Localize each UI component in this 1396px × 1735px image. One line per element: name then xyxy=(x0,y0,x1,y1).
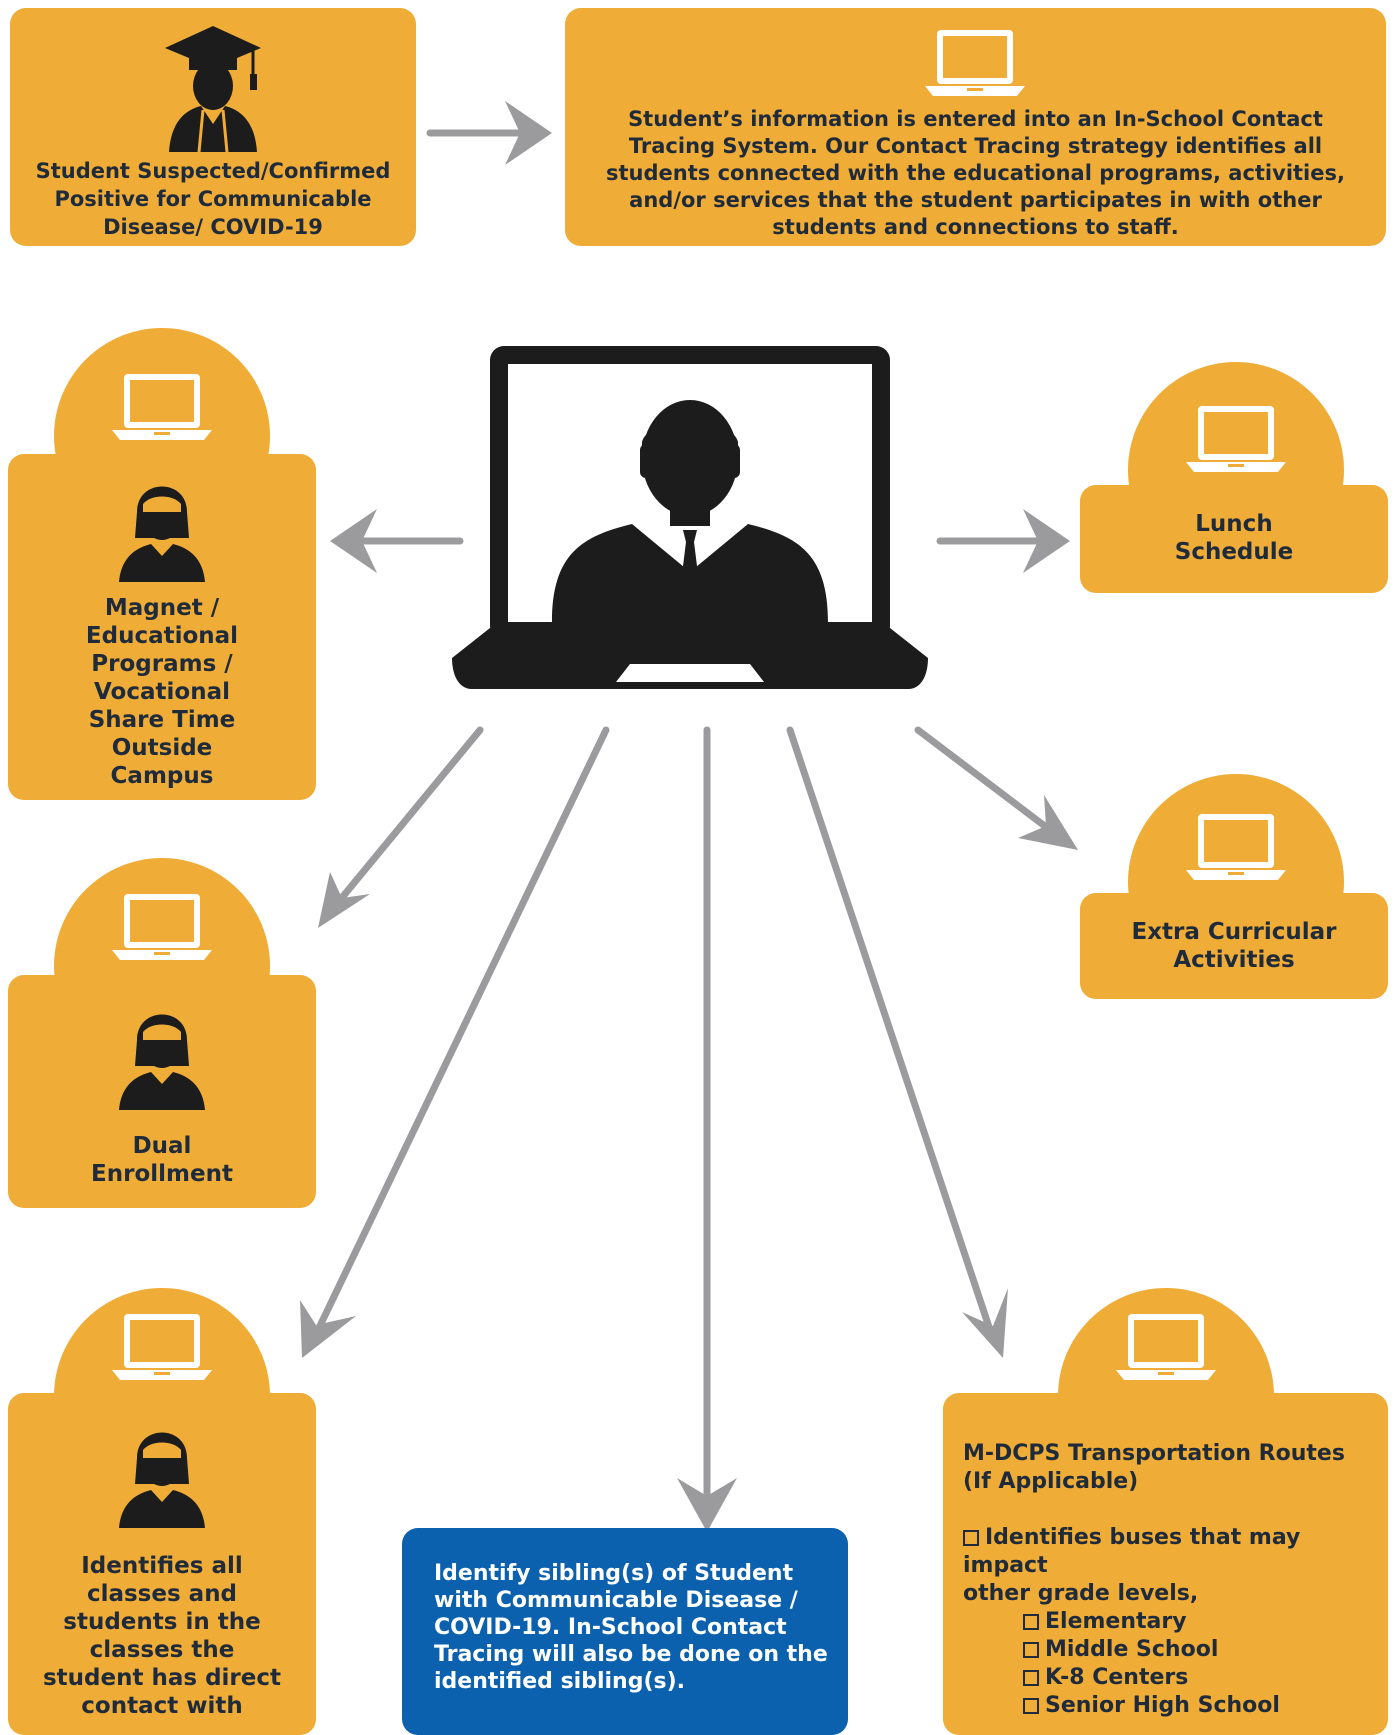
magnet-line-6: Outside xyxy=(111,735,213,761)
classes-line-6: contact with xyxy=(81,1693,243,1719)
student-icon xyxy=(119,1014,205,1110)
extra-text: Extra Curricular Activities xyxy=(1080,918,1388,974)
suspected-line-3: Disease/ COVID-19 xyxy=(103,215,323,239)
arrow-to-transport xyxy=(786,726,994,1334)
magnet-line-7: Campus xyxy=(110,763,214,789)
grade-item: Senior High School xyxy=(1023,1692,1383,1720)
classes-line-5: student has direct xyxy=(42,1665,281,1691)
extra-line-2: Activities xyxy=(1173,947,1295,973)
suspected-line-2: Positive for Communicable xyxy=(54,187,372,211)
lunch-box xyxy=(1080,485,1388,593)
lunch-line-2: Schedule xyxy=(1174,539,1294,565)
extra-box xyxy=(1080,893,1388,999)
suspected-student-box: Student Suspected/Confirmed Positive for… xyxy=(10,8,416,246)
tracing-line-2: Tracing System. Our Contact Tracing stra… xyxy=(628,134,1323,158)
classes-line-1: Identifies all xyxy=(81,1553,243,1579)
suspected-student-text: Student Suspected/Confirmed Positive for… xyxy=(10,157,416,241)
tracing-line-5: students and connections to staff. xyxy=(772,215,1179,239)
tracing-system-box: Student’s information is entered into an… xyxy=(565,8,1386,246)
laptop-icon xyxy=(925,30,1025,96)
sibling-line-3: COVID-19. In-School Contact xyxy=(434,1615,787,1640)
arrowhead-classes xyxy=(300,1300,356,1358)
laptop-icon xyxy=(112,374,212,440)
arrow-to-classes xyxy=(314,726,610,1334)
dual-line-2: Enrollment xyxy=(91,1161,233,1187)
grade-label: K-8 Centers xyxy=(1045,1665,1189,1690)
transport-item-line-2: other grade levels, xyxy=(963,1581,1199,1606)
tracing-line-4: and/or services that the student partici… xyxy=(629,188,1322,212)
laptop-agent-icon xyxy=(452,346,928,689)
transport-box xyxy=(943,1393,1388,1735)
transport-item-line-1: Identifies buses that may impact xyxy=(963,1525,1301,1578)
grade-label: Elementary xyxy=(1045,1609,1187,1634)
arrowhead-tracing xyxy=(505,101,552,165)
lunch-text: Lunch Schedule xyxy=(1080,510,1388,566)
laptop-icon xyxy=(1186,814,1286,880)
sibling-line-4: Tracing will also be done on the xyxy=(434,1642,828,1667)
sibling-line-1: Identify sibling(s) of Student xyxy=(434,1561,794,1586)
dual-line-1: Dual xyxy=(132,1133,192,1159)
grade-item: Elementary xyxy=(1023,1608,1383,1636)
classes-line-2: classes and xyxy=(86,1581,238,1607)
grade-item: Middle School xyxy=(1023,1636,1383,1664)
classes-line-3: students in the xyxy=(63,1609,261,1635)
laptop-icon xyxy=(112,1314,212,1380)
student-icon xyxy=(119,1432,205,1528)
tracing-line-1: Student’s information is entered into an… xyxy=(628,107,1323,131)
arrowhead-extra xyxy=(1018,795,1078,850)
magnet-line-5: Share Time xyxy=(88,707,236,733)
student-icon xyxy=(119,486,205,582)
suspected-line-1: Student Suspected/Confirmed xyxy=(35,159,391,183)
sibling-box: Identify sibling(s) of Student with Comm… xyxy=(402,1528,848,1735)
checkbox-icon xyxy=(1023,1614,1039,1630)
arrowhead-sibling xyxy=(677,1478,737,1532)
magnet-line-1: Magnet / xyxy=(104,595,220,621)
laptop-icon xyxy=(1116,1314,1216,1380)
transport-text: M-DCPS Transportation Routes (If Applica… xyxy=(963,1440,1383,1720)
graduate-icon xyxy=(165,26,261,152)
tracing-system-text: Student’s information is entered into an… xyxy=(565,106,1386,241)
arrowhead-magnet xyxy=(330,509,377,573)
arrowhead-lunch xyxy=(1023,509,1070,573)
sibling-line-2: with Communicable Disease / xyxy=(434,1588,798,1613)
checkbox-icon xyxy=(1023,1642,1039,1658)
checkbox-icon xyxy=(963,1530,979,1546)
magnet-line-3: Programs / xyxy=(91,651,233,677)
magnet-line-4: Vocational xyxy=(94,679,230,705)
dual-text: Dual Enrollment xyxy=(8,1132,316,1188)
classes-text: Identifies all classes and students in t… xyxy=(8,1552,316,1720)
extra-line-1: Extra Curricular xyxy=(1131,919,1337,945)
classes-line-4: classes the xyxy=(89,1637,235,1663)
laptop-icon xyxy=(112,894,212,960)
magnet-text: Magnet / Educational Programs / Vocation… xyxy=(8,594,316,790)
transport-title-2: (If Applicable) xyxy=(963,1469,1139,1494)
magnet-line-2: Educational xyxy=(85,623,239,649)
arrowhead-dual xyxy=(318,872,370,928)
tracing-line-3: students connected with the educational … xyxy=(606,161,1345,185)
arrowhead-transport xyxy=(962,1288,1008,1358)
sibling-line-5: identified sibling(s). xyxy=(434,1669,686,1694)
laptop-icon xyxy=(1186,406,1286,472)
arrow-to-dual xyxy=(336,726,484,904)
transport-item: Identifies buses that may impact xyxy=(963,1524,1383,1580)
grade-item: K-8 Centers xyxy=(1023,1664,1383,1692)
grade-level-list: Elementary Middle School K-8 Centers Sen… xyxy=(963,1608,1383,1720)
checkbox-icon xyxy=(1023,1670,1039,1686)
transport-title-1: M-DCPS Transportation Routes xyxy=(963,1441,1345,1466)
checkbox-icon xyxy=(1023,1698,1039,1714)
arrow-to-extra xyxy=(914,726,1054,834)
lunch-line-1: Lunch xyxy=(1195,511,1273,537)
grade-label: Senior High School xyxy=(1045,1693,1280,1718)
grade-label: Middle School xyxy=(1045,1637,1219,1662)
